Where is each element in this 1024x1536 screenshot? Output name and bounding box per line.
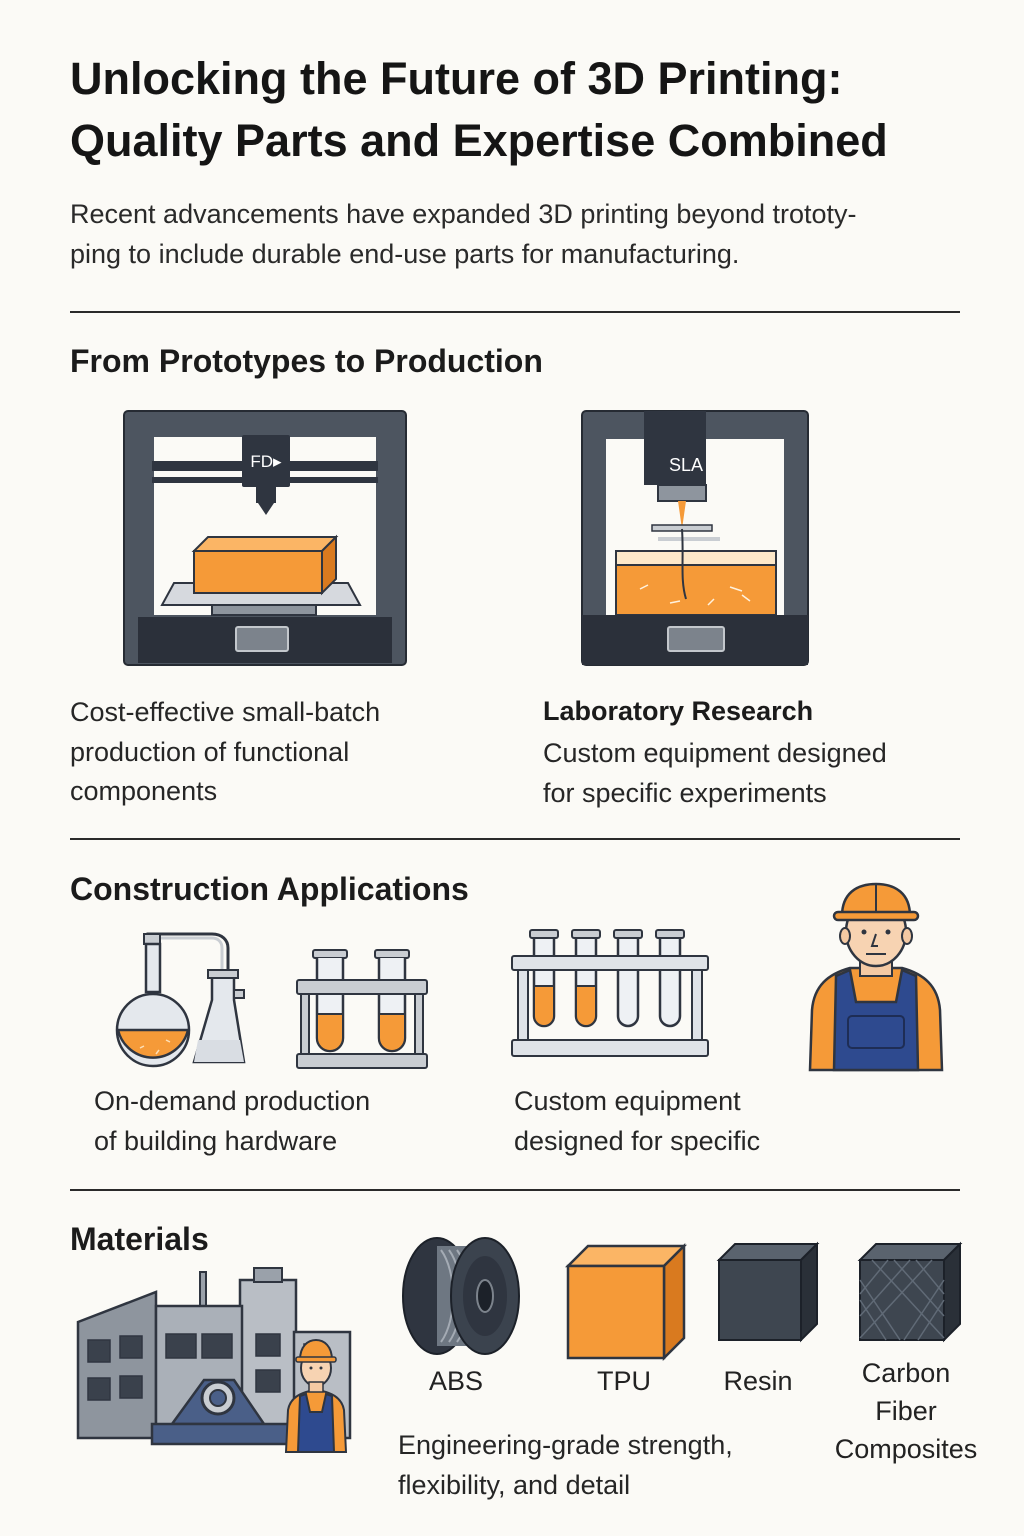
- materials-caption-line-1: Engineering-grade strength,: [398, 1430, 733, 1460]
- material-label-carbon-fiber: Carbon Fiber Composites: [834, 1358, 978, 1464]
- intro-paragraph: Recent advancements have expanded 3D pri…: [70, 194, 980, 274]
- construction-worker-icon: [808, 882, 944, 1072]
- prototypes-left-line-2: production of functional: [70, 736, 350, 767]
- carbon-fiber-cube-icon: [857, 1241, 963, 1343]
- section-heading-construction: Construction Applications: [70, 871, 469, 907]
- intro-line-2: ping to include durable end-use parts fo…: [70, 239, 740, 269]
- laboratory-research-text: Custom equipment designed for specific e…: [543, 734, 963, 813]
- materials-caption: Engineering-grade strength, flexibility,…: [398, 1426, 818, 1505]
- dark-cube-icon: [716, 1241, 820, 1343]
- prototypes-left-line-1: Cost-effective small-batch: [70, 697, 381, 727]
- filament-spool-icon: [402, 1237, 520, 1355]
- orange-cube-icon: [564, 1242, 688, 1362]
- section-heading-prototypes: From Prototypes to Production: [70, 343, 543, 379]
- page-title-line-1: Unlocking the Future of 3D Printing:: [70, 53, 843, 104]
- laboratory-research-title: Laboratory Research: [543, 696, 814, 726]
- page-title: Unlocking the Future of 3D Printing: Qua…: [70, 48, 990, 172]
- construction-right-text: Custom equipment designed for specific: [514, 1082, 874, 1161]
- laboratory-line-1: Custom equipment designed: [543, 738, 887, 768]
- laboratory-line-2: for specific experiments: [543, 777, 827, 808]
- sla-printer-icon: SLA: [581, 410, 809, 666]
- test-tube-rack-large-icon: [511, 929, 709, 1057]
- intro-line-1: Recent advancements have expanded 3D pri…: [70, 199, 857, 229]
- factory-building-icon: [76, 1267, 352, 1453]
- material-label-resin: Resin: [723, 1366, 793, 1396]
- divider-2: [70, 838, 960, 840]
- fdm-printer-icon: FD▸: [123, 410, 407, 666]
- construction-left-line-1: On-demand production: [94, 1086, 371, 1116]
- prototypes-left-text: Cost-effective small-batch production of…: [70, 693, 490, 812]
- construction-right-line-1: Custom equipment: [514, 1086, 741, 1116]
- page-title-line-2: Quality Parts and Expertise Combined: [70, 115, 888, 166]
- construction-left-line-2: of building hardware: [94, 1125, 338, 1156]
- material-label-abs: ABS: [428, 1366, 484, 1396]
- sla-printer-label: SLA: [669, 455, 703, 475]
- construction-right-line-2: designed for specific: [514, 1125, 761, 1156]
- divider-1: [70, 311, 960, 313]
- prototypes-left-line-3: components: [70, 776, 218, 806]
- lab-flasks-icon: [115, 932, 246, 1068]
- materials-caption-line-2: flexibility, and detail: [398, 1469, 631, 1500]
- test-tube-rack-small-icon: [296, 949, 428, 1069]
- fdm-printer-label: FD▸: [250, 452, 282, 471]
- construction-left-text: On-demand production of building hardwar…: [94, 1082, 454, 1161]
- material-label-tpu: TPU: [597, 1366, 651, 1396]
- divider-3: [70, 1189, 960, 1191]
- section-heading-materials: Materials: [70, 1221, 209, 1257]
